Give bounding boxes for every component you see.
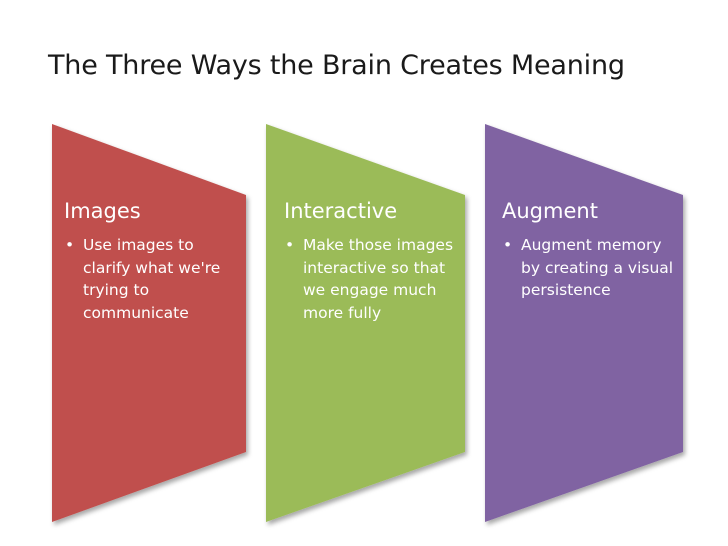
step-heading: Images bbox=[64, 199, 141, 223]
chevron-augment bbox=[485, 124, 683, 522]
step-bullet-text: Use images to clarify what we're trying … bbox=[83, 236, 221, 322]
chevron-interactive bbox=[266, 124, 465, 522]
bullet-icon: • bbox=[65, 236, 75, 254]
step-bullet-text: Augment memory by creating a visual pers… bbox=[521, 236, 674, 299]
bullet-icon: • bbox=[503, 236, 513, 254]
step-bullet: • Augment memory by creating a visual pe… bbox=[502, 234, 682, 302]
step-bullets: • Use images to clarify what we're tryin… bbox=[64, 234, 244, 324]
step-images: Images • Use images to clarify what we'r… bbox=[64, 198, 244, 324]
step-bullets: • Augment memory by creating a visual pe… bbox=[502, 234, 682, 302]
bullet-icon: • bbox=[285, 236, 295, 254]
step-augment: Augment • Augment memory by creating a v… bbox=[502, 198, 682, 302]
slide-title: The Three Ways the Brain Creates Meaning bbox=[48, 50, 625, 81]
step-bullets: • Make those images interactive so that … bbox=[284, 234, 466, 324]
step-heading: Interactive bbox=[284, 199, 398, 223]
step-heading: Augment bbox=[502, 199, 598, 223]
step-interactive: Interactive • Make those images interact… bbox=[284, 198, 466, 324]
chevron-images bbox=[52, 124, 246, 522]
step-bullet: • Use images to clarify what we're tryin… bbox=[64, 234, 244, 324]
step-bullet: • Make those images interactive so that … bbox=[284, 234, 466, 324]
step-bullet-text: Make those images interactive so that we… bbox=[303, 236, 454, 322]
